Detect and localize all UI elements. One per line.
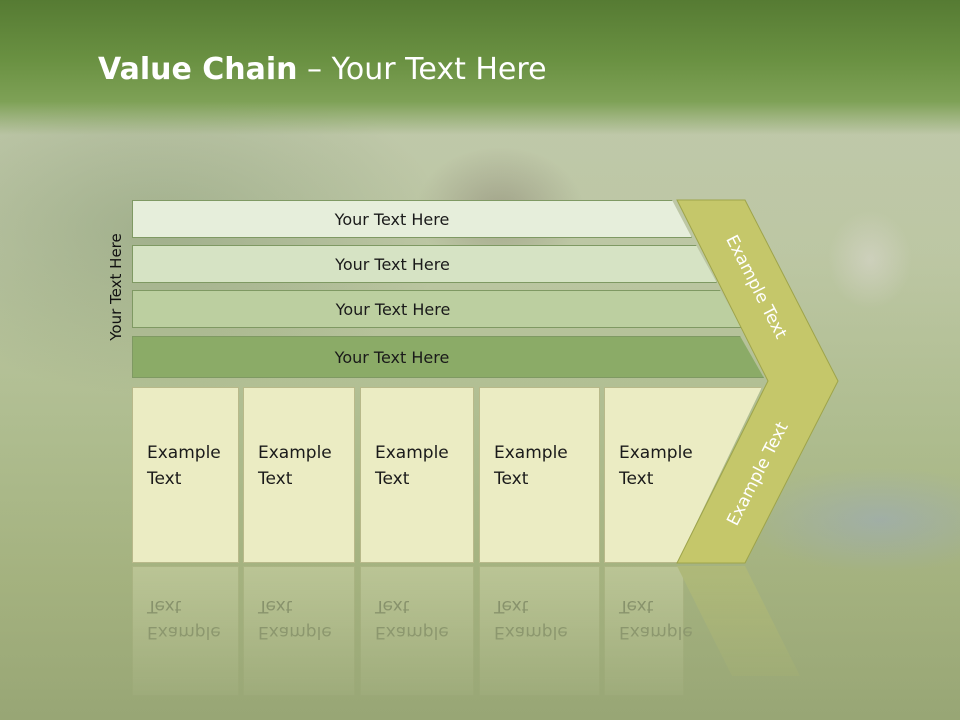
bar-label: Your Text Here [334, 347, 450, 367]
reflected-chevron [677, 566, 800, 676]
box-text-line1: Example [258, 443, 332, 463]
box-text-line2: Text [147, 469, 182, 489]
bar-label: Your Text Here [335, 299, 451, 319]
title-rest: – Your Text Here [297, 52, 547, 87]
box-text-line2: Text [375, 469, 410, 489]
box-text-line2: Text [494, 469, 529, 489]
box-text-line2: Text [619, 469, 654, 489]
bar-row-4: Your Text Here [132, 336, 764, 378]
bar-row-3: Your Text Here [132, 290, 742, 328]
bar-row-2: Your Text Here [132, 245, 717, 283]
box-text-line1: Example [375, 443, 449, 463]
title-bar [0, 0, 960, 135]
reflected-chevron-shape [677, 566, 800, 676]
chevron-shape [676, 199, 839, 564]
slide-title: Value Chain – Your Text Here [98, 52, 547, 87]
bar-row-1: Your Text Here [132, 200, 692, 238]
box-text-line1: Example [147, 443, 221, 463]
box-text-line1: Example [619, 443, 693, 463]
bar-label: Your Text Here [335, 254, 450, 274]
box-text-line2: Text [258, 469, 293, 489]
box-text-line1: Example [494, 443, 568, 463]
title-bold: Value Chain [98, 52, 298, 87]
bar-label: Your Text Here [334, 209, 450, 229]
